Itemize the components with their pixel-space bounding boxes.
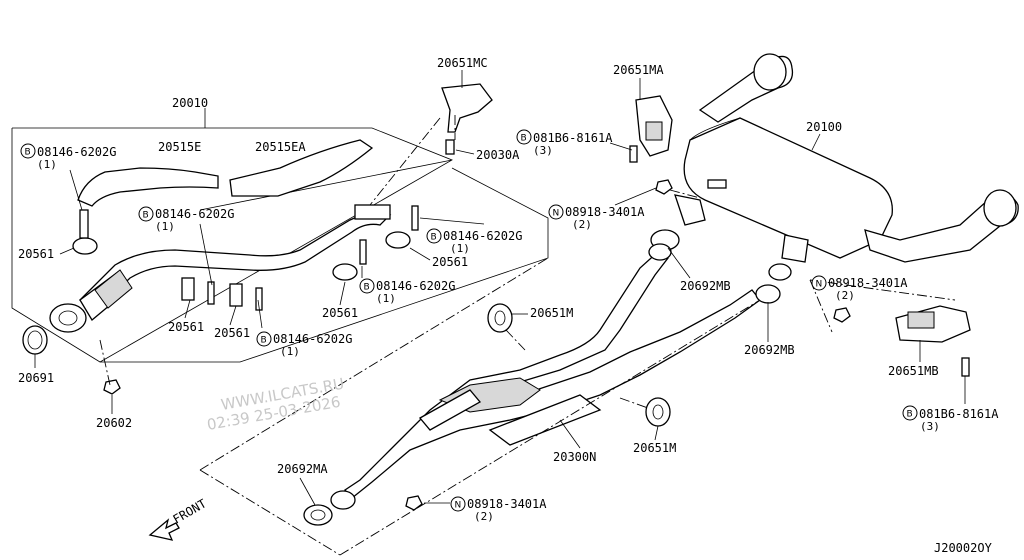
label-20692MBb: 20692MB xyxy=(744,343,795,357)
heat-shield-20515E[interactable] xyxy=(77,167,219,207)
front-arrow-icon xyxy=(148,518,180,541)
nut-marker-n1-text: N xyxy=(553,209,560,219)
label-20651MC: 20651MC xyxy=(437,56,488,70)
heat-shield-20515EA[interactable] xyxy=(229,139,374,197)
label-20651M-a: 20651M xyxy=(530,306,573,320)
nut-marker-n3 xyxy=(450,496,466,512)
label-n3-qty: (2) xyxy=(474,510,494,523)
bolt-marker-b1 xyxy=(20,143,36,159)
label-b6-qty: (3) xyxy=(533,144,553,157)
label-20651MB: 20651MB xyxy=(888,364,939,378)
label-20561c: 20561 xyxy=(214,326,250,340)
hanger-bracket-front[interactable] xyxy=(354,204,391,220)
nut-20602[interactable] xyxy=(103,379,121,395)
bolt-marker-b5-text: B xyxy=(431,233,437,243)
label-20692MA: 20692MA xyxy=(277,462,328,476)
bolt-marker-b7 xyxy=(902,405,918,421)
bolt-marker-b6 xyxy=(516,129,532,145)
nut-marker-n3-text: N xyxy=(455,501,462,511)
label-20651MA: 20651MA xyxy=(613,63,664,77)
bolt-marker-b5 xyxy=(426,228,442,244)
bolt-marker-b4 xyxy=(359,278,375,294)
bolt-marker-b2-text: B xyxy=(143,211,149,221)
nut-08918-3401A-lower[interactable] xyxy=(405,495,423,511)
bolt-marker-b3-text: B xyxy=(261,336,267,346)
label-20651M-b: 20651M xyxy=(633,441,676,455)
label-20692MBa: 20692MB xyxy=(680,279,731,293)
clamp-20561-right-b[interactable] xyxy=(385,205,419,249)
label-b4-qty: (1) xyxy=(376,292,396,305)
front-tube[interactable] xyxy=(49,212,392,333)
bolt-20030A[interactable] xyxy=(445,139,455,155)
label-20100: 20100 xyxy=(806,120,842,134)
label-b3-qty: (1) xyxy=(280,345,300,358)
bolt-marker-b6-text: B xyxy=(521,134,527,144)
label-b1-code: 08146-6202G xyxy=(37,145,116,159)
label-b5-qty: (1) xyxy=(450,242,470,255)
muffler-20100[interactable] xyxy=(674,53,1019,263)
label-20561b: 20561 xyxy=(168,320,204,334)
label-b7-code: 081B6-8161A xyxy=(919,407,999,421)
label-20515EA: 20515EA xyxy=(255,140,306,154)
label-b7-qty: (3) xyxy=(920,420,940,433)
label-b3-code: 08146-6202G xyxy=(273,332,352,346)
nut-marker-n1 xyxy=(548,204,564,220)
clamp-20561-mid-b[interactable] xyxy=(229,283,263,311)
label-n2-qty: (2) xyxy=(835,289,855,302)
nut-marker-n2 xyxy=(811,275,827,291)
clamp-20561-mid-a[interactable] xyxy=(181,277,215,305)
label-b5-code: 08146-6202G xyxy=(443,229,522,243)
nut-marker-n2-text: N xyxy=(816,280,823,290)
bracket-20651MC[interactable] xyxy=(441,83,493,133)
gasket-20691[interactable] xyxy=(22,325,48,355)
center-pipe-20300N[interactable] xyxy=(344,249,761,499)
label-20561d: 20561 xyxy=(322,306,358,320)
label-b1-qty: (1) xyxy=(37,158,57,171)
bolt-081B6-8161A-upper[interactable] xyxy=(629,145,638,163)
gasket-20692MB-b[interactable] xyxy=(755,263,792,304)
label-20561e: 20561 xyxy=(432,255,468,269)
label-20010: 20010 xyxy=(172,96,208,110)
label-20300N: 20300N xyxy=(553,450,596,464)
label-20515E: 20515E xyxy=(158,140,201,154)
bolt-081B6-8161A-lower[interactable] xyxy=(961,357,970,377)
diagram-id: J20002OY xyxy=(934,541,993,555)
label-20602: 20602 xyxy=(96,416,132,430)
bolt-marker-b3 xyxy=(256,331,272,347)
rubber-mount-20651M-upper[interactable] xyxy=(487,303,513,333)
label-b4-code: 08146-6202G xyxy=(376,279,455,293)
label-n2-code: 08918-3401A xyxy=(828,276,908,290)
label-20030A: 20030A xyxy=(476,148,520,162)
label-n1-qty: (2) xyxy=(572,218,592,231)
label-n3-code: 08918-3401A xyxy=(467,497,547,511)
bracket-20651MA[interactable] xyxy=(635,95,673,157)
clamp-20561-right-a[interactable] xyxy=(332,239,367,281)
nut-08918-3401A-upper[interactable] xyxy=(655,179,673,195)
gasket-20692MB-a[interactable] xyxy=(648,229,680,261)
bracket-20651MB[interactable] xyxy=(895,305,971,343)
label-b2-qty: (1) xyxy=(155,220,175,233)
label-b6-code: 081B6-8161A xyxy=(533,131,613,145)
bolt-marker-b1-text: B xyxy=(25,148,31,158)
nut-08918-3401A-right[interactable] xyxy=(833,307,851,323)
bolt-marker-b7-text: B xyxy=(907,410,913,420)
bolt-marker-b2 xyxy=(138,206,154,222)
label-n1-code: 08918-3401A xyxy=(565,205,645,219)
front-label: FRONT xyxy=(171,496,209,526)
label-20561a: 20561 xyxy=(18,247,54,261)
label-20691: 20691 xyxy=(18,371,54,385)
clamp-20561-left[interactable] xyxy=(72,209,98,255)
rubber-mount-20651M-lower[interactable] xyxy=(645,397,671,427)
label-b2-code: 08146-6202G xyxy=(155,207,234,221)
bolt-marker-b4-text: B xyxy=(364,283,370,293)
gasket-20692MA[interactable] xyxy=(303,490,356,526)
